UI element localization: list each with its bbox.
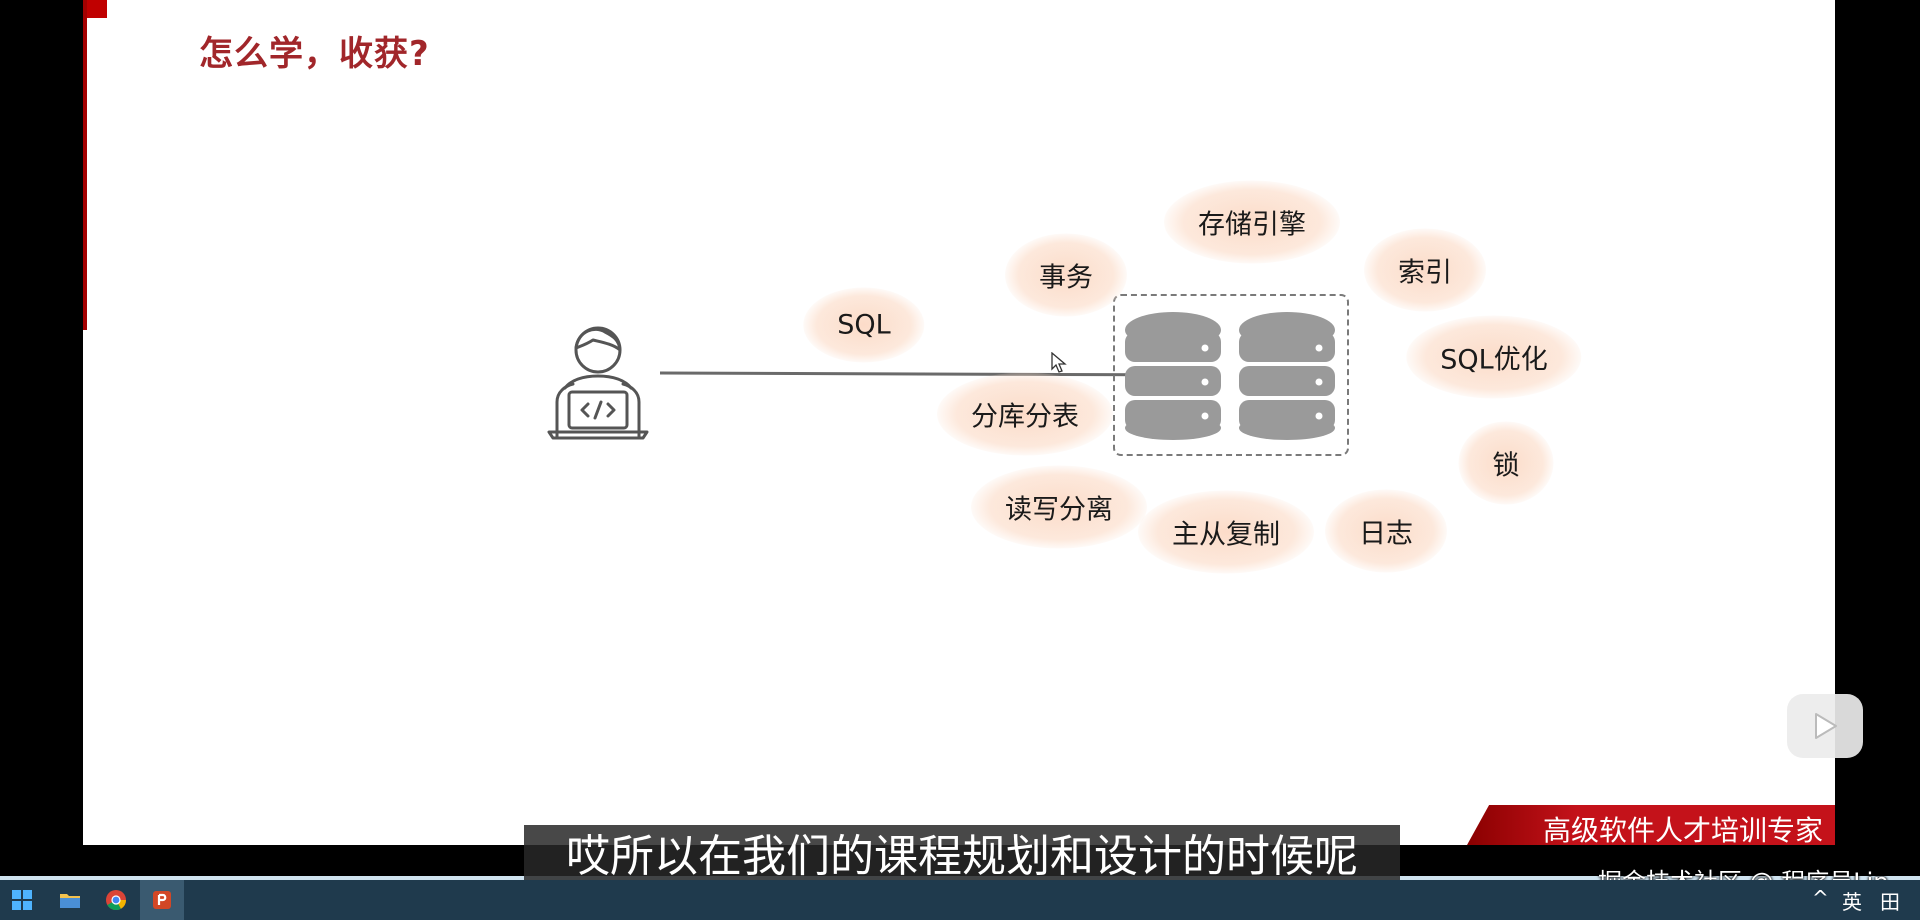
- start-button[interactable]: [0, 880, 44, 920]
- video-subtitle: 哎所以在我们的课程规划和设计的时候呢: [524, 825, 1400, 889]
- topic-rw-split: 读写分离: [971, 465, 1147, 549]
- topic-index: 索引: [1364, 228, 1486, 312]
- database-icon: [1125, 312, 1221, 440]
- play-icon: [1815, 713, 1837, 739]
- database-icon: [1239, 312, 1335, 440]
- taskbar-file-explorer[interactable]: [48, 880, 92, 920]
- input-method-indicator[interactable]: 英: [1842, 890, 1862, 914]
- topic-replication: 主从复制: [1138, 490, 1314, 574]
- slide-title: 怎么学，收获?: [199, 34, 430, 74]
- windows-icon: [12, 890, 32, 910]
- developer-icon: [547, 326, 649, 440]
- chrome-icon: [106, 890, 127, 911]
- tray-overflow-arrow[interactable]: ^: [1812, 886, 1829, 910]
- topic-storage-engine: 存储引擎: [1164, 180, 1340, 264]
- topic-sharding: 分库分表: [937, 372, 1113, 456]
- taskbar: ^ 英 田: [0, 880, 1920, 920]
- topic-lock: 锁: [1458, 421, 1554, 505]
- grid-icon[interactable]: 田: [1880, 890, 1900, 914]
- play-button[interactable]: [1787, 694, 1863, 758]
- brand-banner: 高级软件人才培训专家: [1467, 805, 1835, 845]
- powerpoint-icon: [153, 891, 171, 909]
- database-cluster: [1113, 294, 1349, 456]
- mouse-cursor-icon: [1051, 352, 1067, 373]
- brand-text: 高级软件人才培训专家: [1542, 814, 1823, 847]
- slide: 怎么学，收获?: [83, 0, 1835, 845]
- topic-transaction: 事务: [1005, 233, 1127, 317]
- taskbar-powerpoint[interactable]: [140, 880, 184, 920]
- topic-sql-optimization: SQL优化: [1406, 315, 1582, 399]
- topic-sql: SQL: [803, 287, 925, 363]
- topic-log: 日志: [1325, 489, 1447, 573]
- slide-corner-accent: [83, 0, 107, 18]
- folder-icon: [60, 894, 80, 908]
- slide-edge-accent: [83, 0, 87, 330]
- taskbar-chrome[interactable]: [94, 880, 138, 920]
